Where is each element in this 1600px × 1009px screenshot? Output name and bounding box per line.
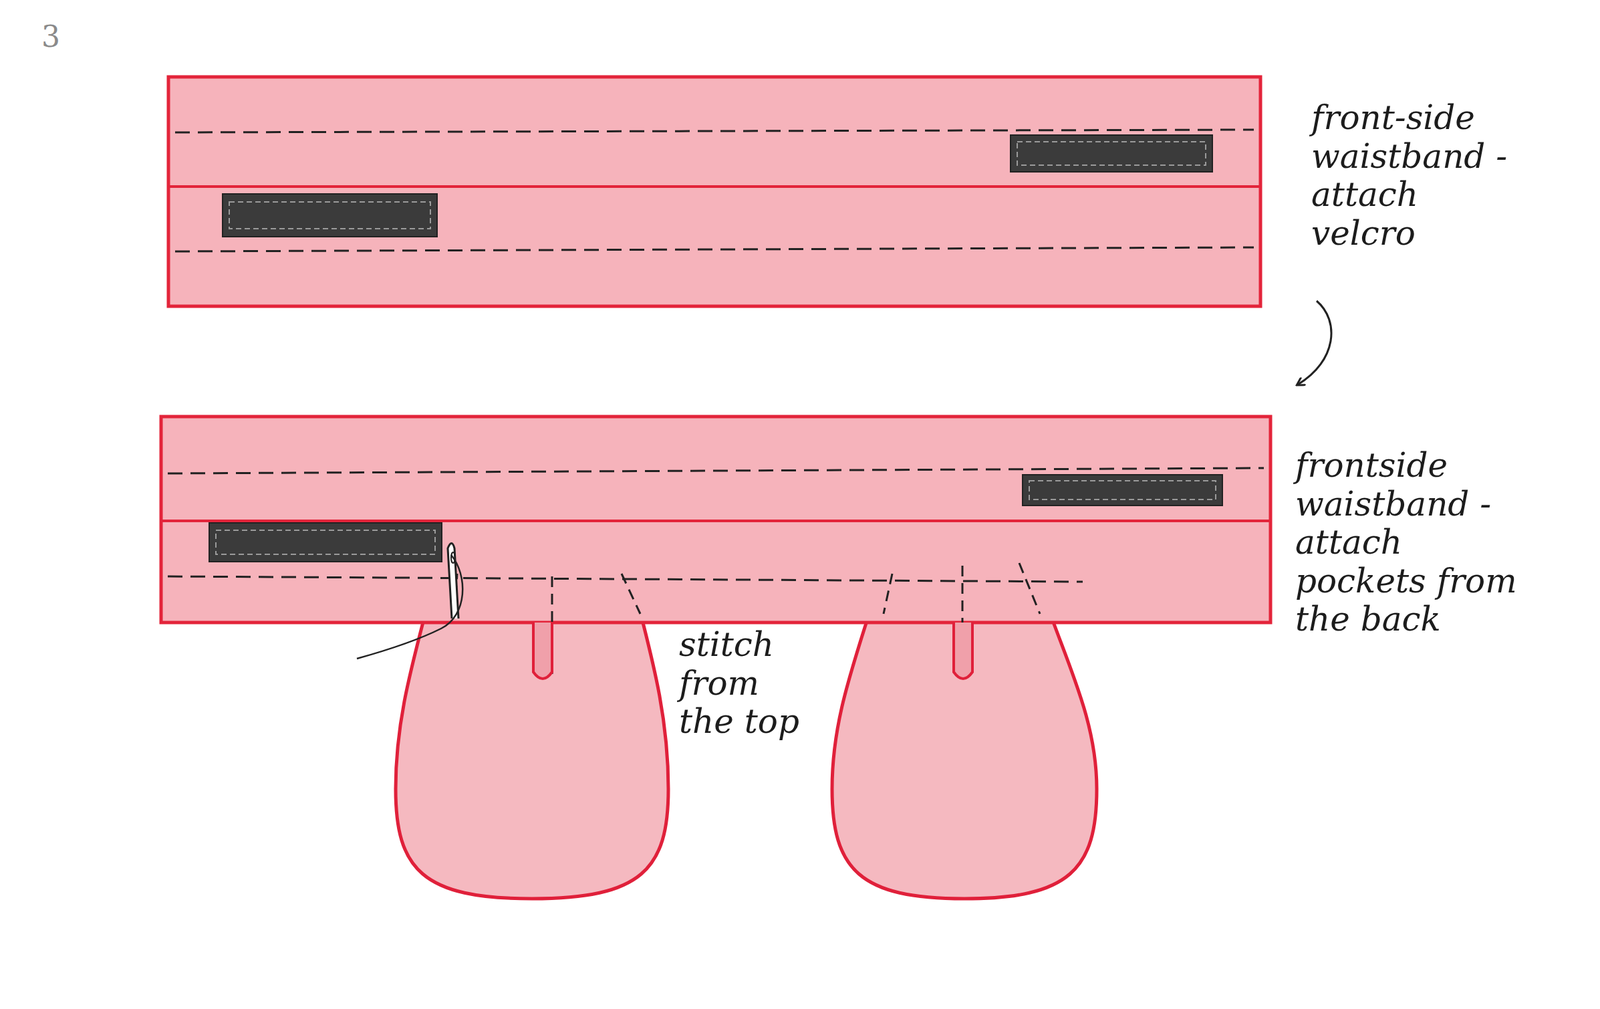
step-note: front-side waistband - attach velcro xyxy=(1311,98,1512,253)
waistband-bottom xyxy=(161,416,1271,623)
needle-symbol xyxy=(356,543,463,659)
waistband-top xyxy=(168,76,1261,307)
stitch-note: stitch from the top xyxy=(679,625,823,742)
step-number: 3 xyxy=(41,20,95,55)
pockets xyxy=(395,601,1097,899)
step-note: frontside waistband - attach pockets fro… xyxy=(1295,446,1523,639)
step-arrow xyxy=(1297,300,1332,385)
